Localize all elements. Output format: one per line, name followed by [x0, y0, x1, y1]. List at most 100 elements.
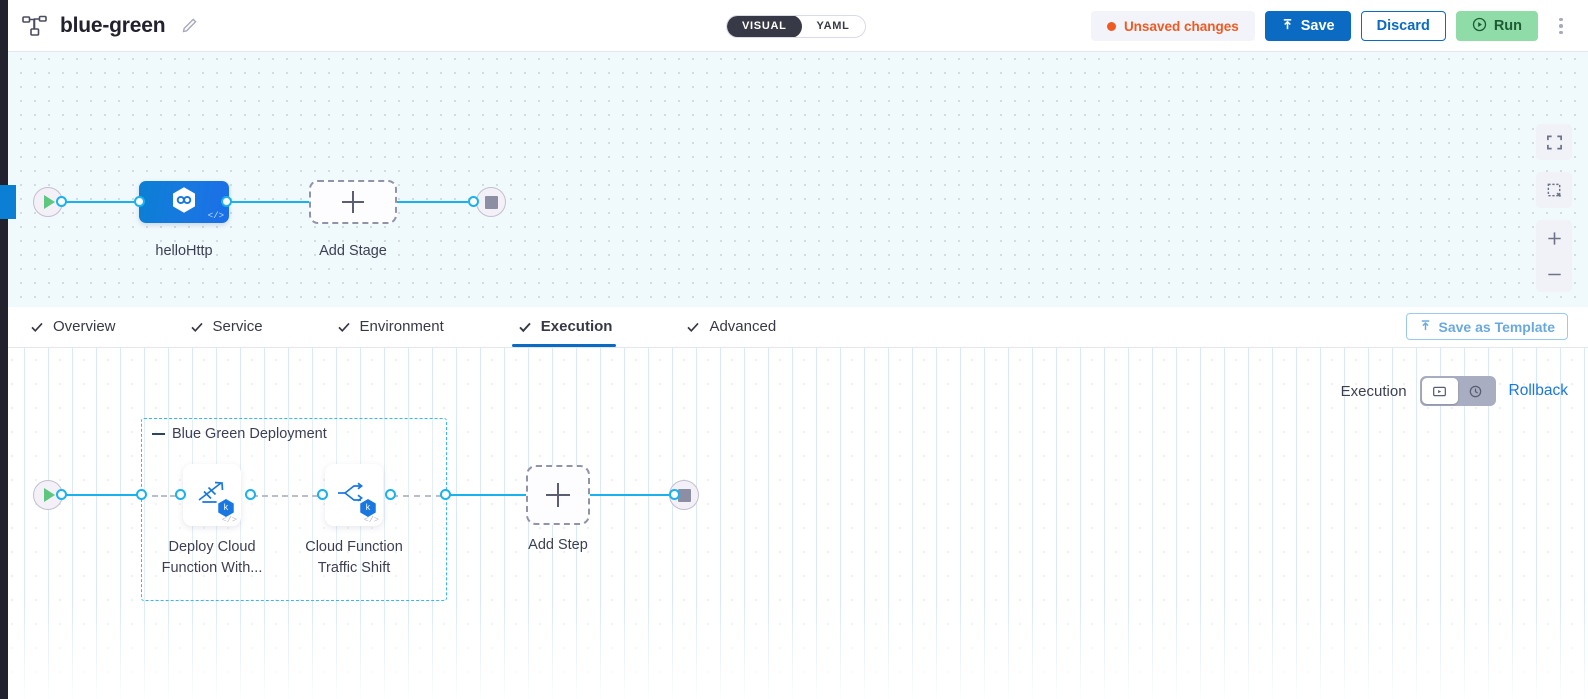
app-header: blue-green VISUAL YAML Unsaved changes S…	[0, 0, 1588, 52]
execution-view-icon[interactable]	[1421, 378, 1458, 404]
port-start-out[interactable]	[56, 489, 67, 500]
step-badge-icon: k	[360, 499, 376, 517]
left-rail	[0, 0, 8, 699]
stop-icon	[677, 488, 691, 502]
tab-advanced[interactable]: Advanced	[680, 306, 798, 347]
page-title: blue-green	[60, 13, 166, 37]
stage-hexagon-icon	[169, 185, 199, 220]
save-button-label: Save	[1300, 18, 1335, 34]
unsaved-changes-label: Unsaved changes	[1123, 18, 1239, 34]
check-icon	[518, 320, 532, 334]
fit-screen-icon[interactable]	[1536, 124, 1572, 160]
add-step-label: Add Step	[528, 537, 588, 553]
header-left-group: blue-green	[0, 14, 198, 38]
check-icon	[190, 320, 204, 334]
plus-icon	[546, 483, 570, 507]
zoom-in-icon[interactable]	[1536, 220, 1572, 256]
play-icon	[44, 195, 55, 209]
edge-step1-to-step2	[252, 495, 318, 497]
port-step2-in[interactable]	[317, 489, 328, 500]
run-button-label: Run	[1493, 18, 1522, 34]
upload-icon	[1281, 18, 1294, 35]
start-node[interactable]	[33, 480, 63, 510]
check-icon	[30, 320, 44, 334]
save-as-template-label: Save as Template	[1438, 318, 1555, 335]
port-stage-in[interactable]	[134, 196, 145, 207]
tab-advanced-label: Advanced	[709, 318, 777, 335]
execution-toolbar: Execution Rollback	[1341, 376, 1568, 406]
stage-node-label: helloHttp	[155, 243, 213, 259]
discard-button-label: Discard	[1376, 18, 1430, 34]
config-tabbar: Overview Service Environment Execution A…	[0, 307, 1588, 348]
upload-icon	[1419, 319, 1432, 335]
step-node-traffic-shift[interactable]: k </>	[325, 464, 383, 526]
edge-step2-to-group-out	[392, 495, 442, 497]
edge-start-to-stage	[56, 201, 146, 204]
step-badge-icon: k	[218, 499, 234, 517]
add-step-button[interactable]	[526, 465, 590, 525]
tab-list: Overview Service Environment Execution A…	[0, 306, 798, 347]
select-area-icon[interactable]	[1536, 172, 1572, 208]
zoom-controls-group	[1536, 220, 1572, 292]
plus-icon	[342, 191, 364, 213]
tab-execution-label: Execution	[540, 318, 613, 335]
port-stage-out[interactable]	[221, 196, 232, 207]
play-icon	[44, 488, 55, 502]
step-group-title: Blue Green Deployment	[152, 426, 327, 442]
add-stage-label: Add Stage	[319, 243, 387, 259]
port-end-in[interactable]	[669, 489, 680, 500]
mode-visual-option[interactable]: VISUAL	[727, 16, 802, 37]
status-badge-unsaved: Unsaved changes	[1090, 11, 1255, 41]
run-button[interactable]: Run	[1455, 11, 1538, 41]
check-icon	[337, 320, 351, 334]
port-end-in[interactable]	[468, 196, 479, 207]
tab-environment[interactable]: Environment	[331, 306, 466, 347]
discard-button[interactable]: Discard	[1360, 11, 1446, 41]
stage-canvas[interactable]: </> helloHttp Add Stage	[0, 52, 1588, 307]
execution-canvas[interactable]: Execution Rollback Blue Green Deployment	[0, 348, 1588, 699]
port-group-out[interactable]	[440, 489, 451, 500]
rollback-view-icon[interactable]	[1458, 378, 1494, 404]
play-circle-icon	[1472, 17, 1487, 36]
tab-environment-label: Environment	[359, 318, 444, 335]
port-start-out[interactable]	[56, 196, 67, 207]
step-group-title-label: Blue Green Deployment	[172, 426, 327, 442]
code-badge-icon: </>	[207, 211, 224, 221]
step-node-label: Cloud Function Traffic Shift	[305, 539, 403, 576]
view-mode-toggle[interactable]: VISUAL YAML	[726, 15, 866, 38]
execution-view-toggle[interactable]	[1419, 376, 1496, 406]
status-dot-icon	[1106, 21, 1116, 31]
add-stage-button[interactable]	[309, 180, 397, 224]
step-node-deploy-cloud-function[interactable]: k </>	[183, 464, 241, 526]
tab-overview-label: Overview	[53, 318, 116, 335]
port-step1-in[interactable]	[175, 489, 186, 500]
traffic-split-icon	[336, 479, 370, 512]
header-actions: Unsaved changes Save Discard Run	[1090, 0, 1574, 52]
tab-execution[interactable]: Execution	[511, 306, 635, 347]
check-icon	[686, 320, 700, 334]
port-step2-out[interactable]	[385, 489, 396, 500]
mode-yaml-option[interactable]: YAML	[816, 20, 850, 32]
step-node-label: Deploy Cloud Function With...	[161, 539, 263, 576]
rollback-link[interactable]: Rollback	[1508, 382, 1568, 399]
save-as-template-button[interactable]: Save as Template	[1405, 313, 1568, 340]
edge-start-to-group	[56, 494, 142, 497]
zoom-out-icon[interactable]	[1536, 256, 1572, 292]
port-step1-out[interactable]	[245, 489, 256, 500]
edge-add-step-to-end	[588, 494, 670, 497]
port-group-in[interactable]	[136, 489, 147, 500]
kebab-menu-icon[interactable]	[1548, 11, 1574, 41]
pipeline-topology-icon	[22, 15, 48, 37]
code-badge-icon: </>	[221, 515, 237, 525]
end-node[interactable]	[476, 187, 506, 217]
edge-group-to-add-step	[447, 494, 529, 497]
tab-overview[interactable]: Overview	[24, 306, 138, 347]
collapse-icon[interactable]	[152, 432, 165, 436]
canvas-controls	[1536, 124, 1572, 292]
edge-group-in-to-step1	[152, 495, 176, 497]
save-button[interactable]: Save	[1264, 11, 1351, 41]
tab-service-label: Service	[212, 318, 263, 335]
tab-service[interactable]: Service	[184, 306, 285, 347]
pencil-icon[interactable]	[181, 17, 198, 34]
stage-node-hellohttp[interactable]: </>	[139, 181, 229, 223]
